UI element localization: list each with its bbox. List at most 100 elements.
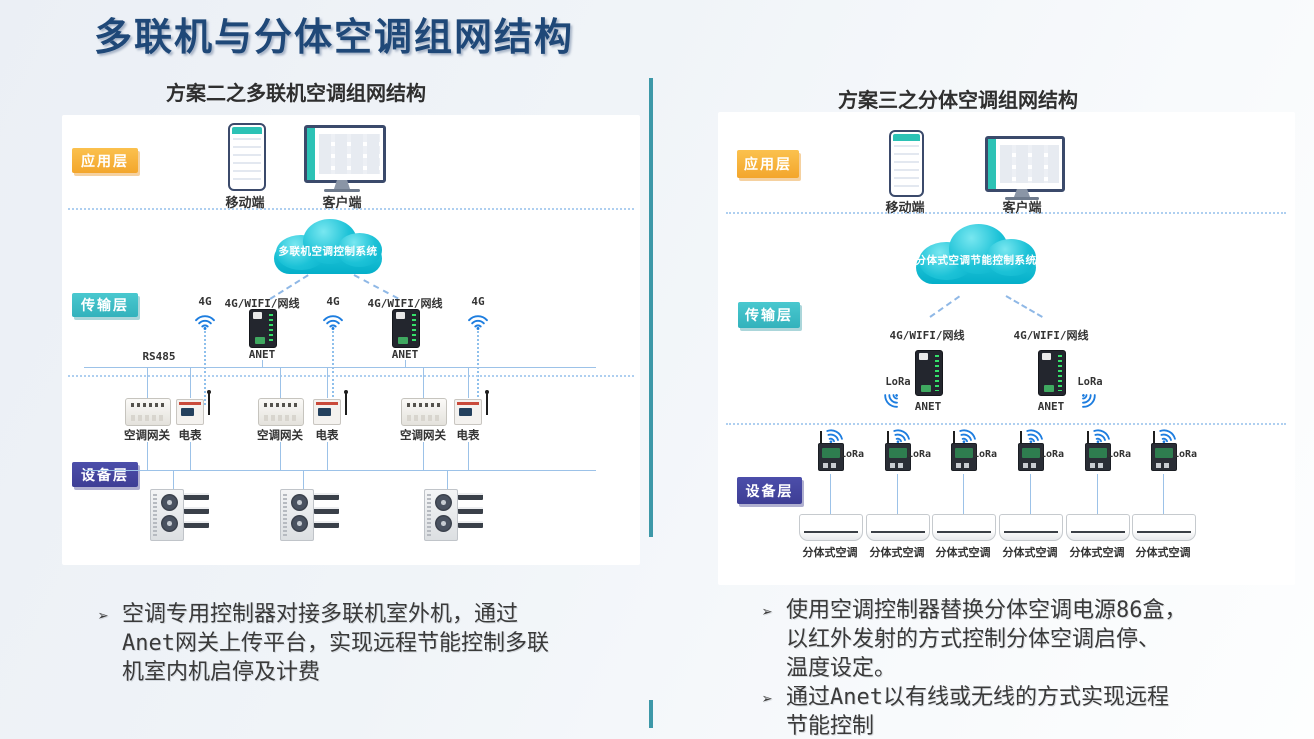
- monitor-stand: [334, 180, 350, 189]
- lora-label: LoRa: [907, 449, 932, 460]
- drop-line: [147, 442, 148, 470]
- anet-gateway-icon: [915, 350, 943, 396]
- ac-controller-icon: [951, 443, 977, 471]
- lora-label: LoRa: [1040, 449, 1065, 460]
- drop-line: [1097, 474, 1098, 514]
- wifi-icon: [322, 313, 344, 330]
- split-ac-column: LoRa 分体式空调: [997, 428, 1065, 560]
- rs485-bus-label: RS485: [142, 350, 176, 363]
- monitor-stand: [1014, 189, 1030, 197]
- drop-line: [190, 367, 191, 398]
- wireless-drop-line: [332, 331, 334, 405]
- lora-signal-icon: [879, 387, 904, 412]
- drop-line: [1163, 474, 1164, 514]
- anet-label: ANET: [248, 348, 276, 361]
- power-meter-label: 电表: [315, 430, 339, 442]
- lora-label: LoRa: [840, 449, 865, 460]
- cloud-platform: 多联机空调控制系统: [272, 219, 384, 277]
- lora-label: LoRa: [885, 376, 911, 388]
- ac-gateway-label: 空调网关: [124, 430, 170, 442]
- note-line: 温度设定。: [786, 656, 897, 681]
- lora-label: LoRa: [1077, 376, 1103, 388]
- wifi-icon: [194, 313, 216, 330]
- ac-controller-icon: [885, 443, 911, 471]
- 4g-label: 4G: [326, 295, 340, 308]
- drop-line: [963, 474, 964, 514]
- cloud-platform-label: 多联机空调控制系统: [278, 245, 378, 258]
- left-panel-title: 方案二之多联机空调组网结构: [166, 83, 426, 105]
- right-panel-title: 方案三之分体空调组网结构: [838, 90, 1078, 112]
- split-ac-icon: [999, 514, 1063, 541]
- layer-separator-line: [726, 212, 1286, 214]
- controller-antenna: [953, 431, 955, 444]
- note-line: 通过Anet以有线或无线的方式实现远程: [786, 685, 1169, 710]
- note-line: 空调专用控制器对接多联机室外机，通过: [122, 602, 519, 627]
- ac-gateway-label: 空调网关: [400, 430, 446, 442]
- ac-gateway-icon: [125, 398, 171, 426]
- drop-line: [280, 442, 281, 470]
- note-item: ➢ 使用空调控制器替换分体空调电源86盒， 以红外发射的方式控制分体空调启停、 …: [762, 596, 1282, 683]
- ac-controller-icon: [1018, 443, 1044, 471]
- split-ac-column: LoRa 分体式空调: [930, 428, 998, 560]
- drop-line: [303, 470, 304, 489]
- 4g-label: 4G: [471, 295, 485, 308]
- controller-antenna: [887, 431, 889, 444]
- lora-label: LoRa: [973, 449, 998, 460]
- note-line: 使用空调控制器替换分体空调电源86盒，: [786, 598, 1187, 623]
- desktop-monitor-icon: [304, 125, 386, 183]
- mobile-terminal-label: 移动端: [225, 195, 265, 210]
- ac-gateway-label: 空调网关: [257, 430, 303, 442]
- wireless-drop-line: [477, 331, 479, 405]
- transport-layer-badge: 传输层: [72, 293, 138, 317]
- drop-line: [447, 470, 448, 489]
- meter-antenna: [485, 390, 489, 415]
- note-line: 机室内机启停及计费: [122, 660, 321, 685]
- lora-label: LoRa: [1173, 449, 1198, 460]
- drop-line: [405, 360, 406, 368]
- right-diagram-card: 应用层 移动端 客户端 分体式空调节能控制系统 传输层 4G/WIFI/网线 4…: [718, 112, 1295, 585]
- controller-antenna: [1153, 431, 1155, 444]
- controller-antenna: [1087, 431, 1089, 444]
- panel-divider: [649, 78, 653, 537]
- ac-controller-icon: [1085, 443, 1111, 471]
- drop-line: [173, 470, 174, 489]
- split-ac-icon: [799, 514, 863, 541]
- bullet-arrow: ➢: [98, 606, 109, 627]
- cloud-link-line: [1005, 295, 1043, 318]
- link-type-label: 4G/WIFI/网线: [367, 297, 443, 310]
- drop-line: [423, 367, 424, 398]
- drop-line: [468, 442, 469, 470]
- wifi-icon: [467, 313, 489, 330]
- left-diagram-card: 应用层 移动端 客户端 多联机空调控制系统 传输层 4G 4G/WIFI/网线 …: [62, 115, 640, 565]
- 4g-label: 4G: [198, 295, 212, 308]
- drop-line: [830, 474, 831, 514]
- anet-gateway-icon: [1038, 350, 1066, 396]
- transport-layer-badge: 传输层: [738, 302, 800, 328]
- anet-label: ANET: [1037, 400, 1065, 413]
- anet-gateway-icon: [249, 309, 277, 348]
- note-line: Anet网关上传平台，实现远程节能控制多联: [122, 631, 549, 656]
- drop-line: [262, 360, 263, 368]
- bullet-arrow: ➢: [762, 689, 773, 710]
- link-type-label: 4G/WIFI/网线: [1013, 329, 1089, 342]
- split-ac-icon: [932, 514, 996, 541]
- anet-label: ANET: [914, 400, 942, 413]
- ac-controller-icon: [818, 443, 844, 471]
- device-bus-line: [84, 470, 596, 471]
- split-ac-icon: [1066, 514, 1130, 541]
- left-note: ➢ 空调专用控制器对接多联机室外机，通过 Anet网关上传平台，实现远程节能控制…: [98, 600, 598, 687]
- lora-signal-icon: [1021, 424, 1046, 448]
- split-ac-label: 分体式空调: [1069, 547, 1125, 559]
- link-type-label: 4G/WIFI/网线: [889, 329, 965, 342]
- anet-label: ANET: [391, 348, 419, 361]
- split-ac-column: LoRa 分体式空调: [1064, 428, 1131, 560]
- desktop-terminal-label: 客户端: [322, 195, 362, 210]
- ac-gateway-icon: [258, 398, 304, 426]
- desktop-monitor-icon: [985, 136, 1065, 192]
- controller-antenna: [820, 431, 822, 444]
- cloud-platform-label: 分体式空调节能控制系统: [915, 254, 1037, 267]
- monitor-stand-base: [1005, 197, 1039, 200]
- layer-separator-line: [68, 208, 634, 210]
- right-notes: ➢ 使用空调控制器替换分体空调电源86盒， 以红外发射的方式控制分体空调启停、 …: [762, 596, 1282, 739]
